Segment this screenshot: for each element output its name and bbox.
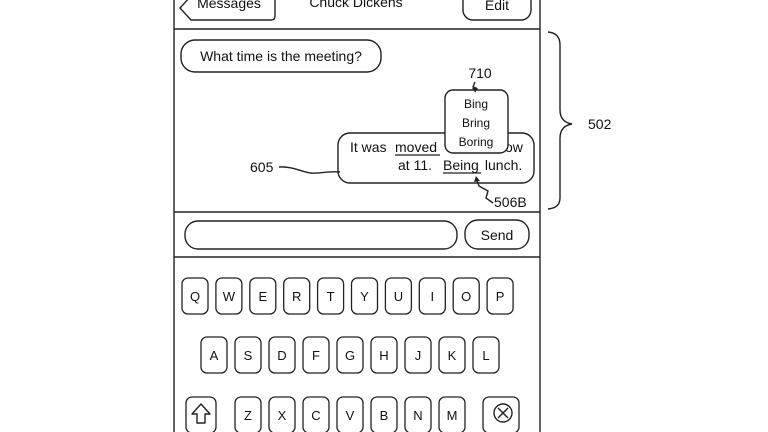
callout-710: 710 <box>468 65 492 93</box>
key-c[interactable]: C <box>302 396 330 432</box>
key-label: E <box>258 289 267 304</box>
reference-label-506B: 506B <box>494 194 527 210</box>
key-label: F <box>312 348 320 363</box>
send-button-label: Send <box>481 227 514 243</box>
key-label: H <box>379 348 388 363</box>
key-z[interactable]: Z <box>234 396 262 432</box>
key-label: I <box>430 289 434 304</box>
key-w[interactable]: W <box>215 277 243 315</box>
key-label: V <box>346 408 355 423</box>
key-label: M <box>447 408 458 423</box>
edit-button-label: Edit <box>485 0 509 13</box>
key-label: O <box>461 289 471 304</box>
key-m[interactable]: M <box>438 396 466 432</box>
key-label: A <box>210 348 219 363</box>
key-b[interactable]: B <box>370 396 398 432</box>
message-input[interactable] <box>184 220 458 250</box>
key-label: L <box>482 348 489 363</box>
delete-x-icon <box>493 403 513 423</box>
key-l[interactable]: L <box>472 336 500 374</box>
key-u[interactable]: U <box>384 277 413 315</box>
key-o[interactable]: O <box>452 277 480 315</box>
message-segment-1: It was <box>350 139 390 155</box>
outgoing-message-bubble: It was moved ow at 11. Being lunch. <box>337 132 535 184</box>
key-label: S <box>244 348 253 363</box>
conversation-title: Chuck Dickens <box>309 0 402 10</box>
delete-key[interactable] <box>482 396 520 432</box>
key-label: R <box>292 289 301 304</box>
key-k[interactable]: K <box>438 336 466 374</box>
back-button-label: Messages <box>197 0 261 11</box>
key-y[interactable]: Y <box>350 277 379 315</box>
key-label: G <box>345 348 355 363</box>
reference-label-502: 502 <box>588 116 612 132</box>
key-label: W <box>223 289 236 304</box>
suggestion-boring[interactable]: Boring <box>459 135 494 149</box>
key-label: Z <box>244 408 252 423</box>
key-s[interactable]: S <box>234 336 262 374</box>
back-button[interactable]: Messages <box>179 0 276 21</box>
key-a[interactable]: A <box>200 336 228 374</box>
key-label: J <box>415 348 422 363</box>
incoming-message-text: What time is the meeting? <box>200 48 362 64</box>
key-j[interactable]: J <box>404 336 432 374</box>
callout-506B: 506B <box>474 176 527 210</box>
suggestion-list: Bing Bring Boring <box>444 89 509 154</box>
reference-label-710: 710 <box>468 65 492 81</box>
key-x[interactable]: X <box>268 396 296 432</box>
shift-key[interactable] <box>185 396 217 432</box>
key-label: T <box>327 289 335 304</box>
reference-label-605: 605 <box>250 159 274 175</box>
key-e[interactable]: E <box>249 277 277 315</box>
key-h[interactable]: H <box>370 336 398 374</box>
suggestion-bing[interactable]: Bing <box>464 97 488 111</box>
key-q[interactable]: Q <box>181 277 209 315</box>
key-r[interactable]: R <box>283 277 311 315</box>
callout-502: 502 <box>547 31 612 210</box>
autocorrected-word-being[interactable]: Being <box>443 157 479 173</box>
edit-button[interactable]: Edit <box>462 0 532 21</box>
key-label: P <box>496 289 505 304</box>
key-t[interactable]: T <box>316 277 345 315</box>
suggestion-bring[interactable]: Bring <box>462 116 490 130</box>
key-label: K <box>448 348 457 363</box>
key-label: B <box>380 408 389 423</box>
message-segment-4: at 11. <box>398 157 436 173</box>
key-g[interactable]: G <box>336 336 364 374</box>
autocorrected-word-moved[interactable]: moved <box>395 139 437 155</box>
key-p[interactable]: P <box>486 277 514 315</box>
message-segment-3: ow <box>505 139 524 155</box>
callout-605: 605 <box>250 159 341 175</box>
send-button[interactable]: Send <box>464 219 530 250</box>
key-d[interactable]: D <box>268 336 296 374</box>
key-label: U <box>394 289 403 304</box>
key-n[interactable]: N <box>404 396 432 432</box>
shift-arrow-icon <box>191 403 211 424</box>
key-label: D <box>277 348 286 363</box>
incoming-message-bubble: What time is the meeting? <box>180 39 382 73</box>
key-label: C <box>311 408 320 423</box>
key-f[interactable]: F <box>302 336 330 374</box>
key-label: Q <box>190 289 200 304</box>
key-label: N <box>413 408 422 423</box>
key-label: X <box>278 408 287 423</box>
message-segment-6: lunch. <box>481 157 522 173</box>
key-label: Y <box>360 289 369 304</box>
key-v[interactable]: V <box>336 396 364 432</box>
key-i[interactable]: I <box>418 277 446 315</box>
